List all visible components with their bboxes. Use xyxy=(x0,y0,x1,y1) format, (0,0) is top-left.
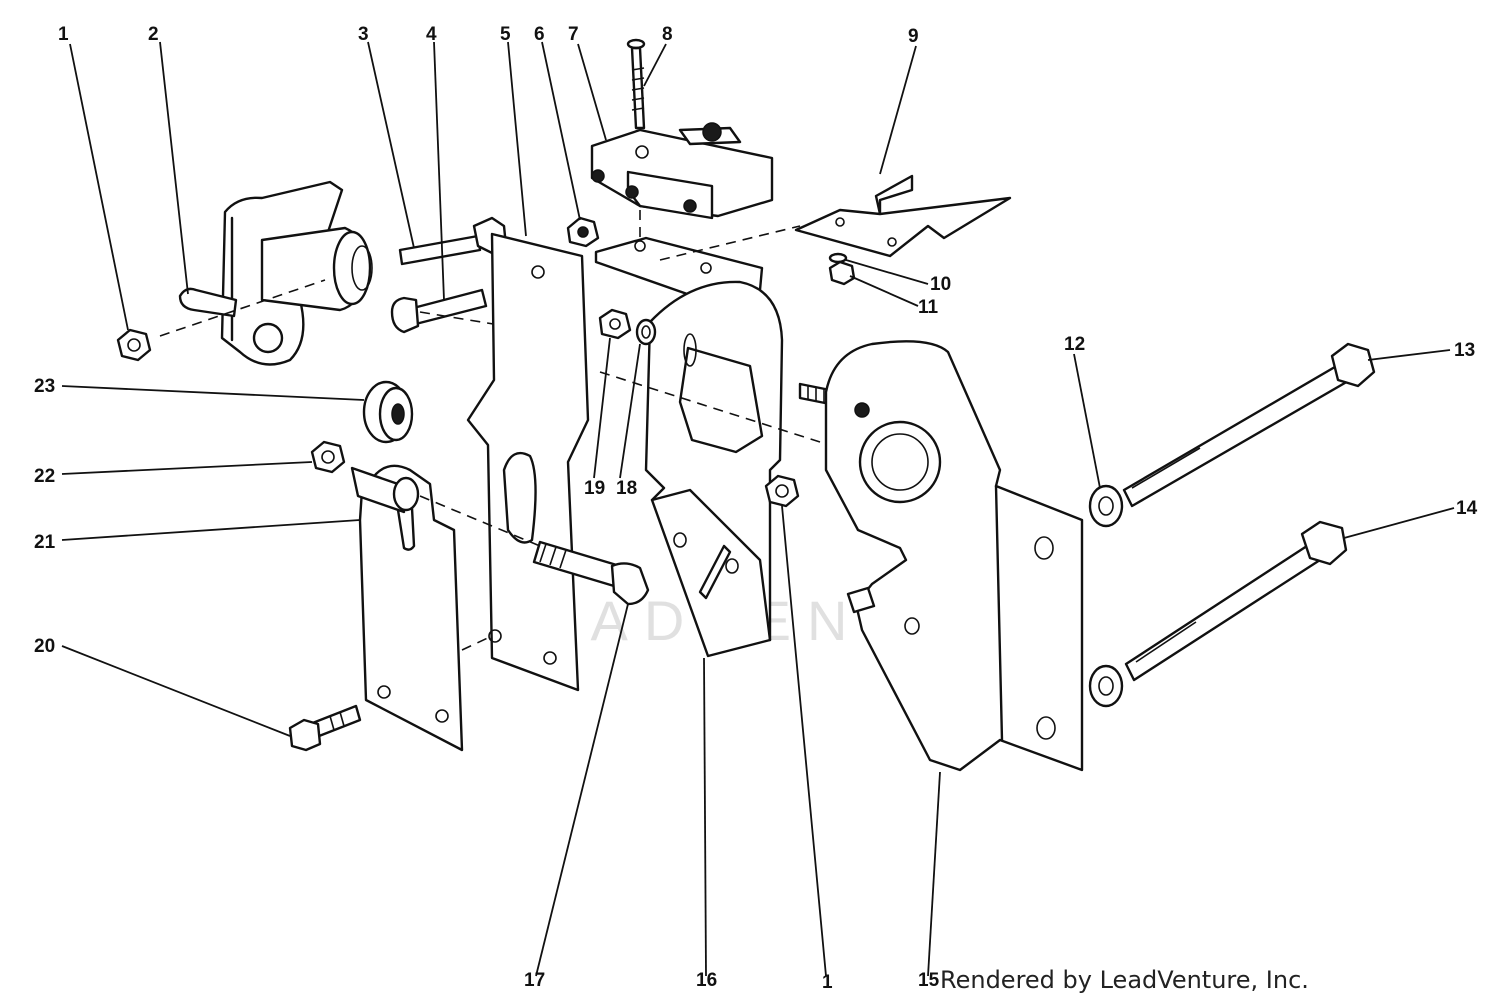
callout-8: 8 xyxy=(662,24,673,45)
callout-6: 6 xyxy=(534,24,545,45)
callout-17: 17 xyxy=(524,970,545,991)
callout-14: 14 xyxy=(1456,498,1478,519)
part-nut-6 xyxy=(566,216,600,248)
leader-lines xyxy=(61,41,1455,977)
part-bolt-20 xyxy=(288,704,362,752)
part-bolt-17 xyxy=(532,540,650,606)
callout-22: 22 xyxy=(34,466,55,487)
callout-12: 12 xyxy=(1064,334,1085,355)
part-plate-15 xyxy=(824,340,1084,772)
part-screw-8 xyxy=(626,38,646,130)
callout-4: 4 xyxy=(426,24,437,45)
part-bolt-14 xyxy=(1088,520,1348,708)
part-plate-9 xyxy=(659,174,1012,261)
part-nut-left xyxy=(116,328,152,362)
part-roller-23 xyxy=(362,380,414,444)
callout-1-bottom: 1 xyxy=(822,972,833,993)
part-plate-5 xyxy=(466,232,590,692)
callout-21: 21 xyxy=(34,532,56,553)
callout-16: 16 xyxy=(696,970,717,991)
callout-numbers: 1 2 3 4 5 6 7 8 9 10 11 12 13 14 15 16 1… xyxy=(34,24,1478,993)
callout-23: 23 xyxy=(34,376,55,397)
callout-5: 5 xyxy=(500,24,511,45)
part-bolt-13 xyxy=(1088,342,1376,528)
callout-13: 13 xyxy=(1454,340,1475,361)
callout-9: 9 xyxy=(908,26,919,47)
part-nut-22 xyxy=(310,440,346,474)
callout-20: 20 xyxy=(34,636,55,657)
part-switch-7 xyxy=(590,122,774,220)
callout-3: 3 xyxy=(358,24,369,45)
callout-10: 10 xyxy=(930,274,951,295)
part-bracket-16 xyxy=(599,280,821,658)
part-washers-18-19 xyxy=(598,308,657,346)
callout-1-top: 1 xyxy=(58,24,69,45)
part-plate-21 xyxy=(350,464,541,752)
credit-text: Rendered by LeadVenture, Inc. xyxy=(940,966,1309,994)
callout-18: 18 xyxy=(616,478,637,499)
part-washer-nut-10-11 xyxy=(828,252,856,286)
callout-7: 7 xyxy=(568,24,579,45)
callout-15: 15 xyxy=(918,970,940,991)
part-nut-center xyxy=(764,474,800,508)
part-hitch-casting xyxy=(159,180,373,366)
callout-19: 19 xyxy=(584,478,605,499)
callout-11: 11 xyxy=(918,297,939,318)
callout-2: 2 xyxy=(148,24,159,45)
